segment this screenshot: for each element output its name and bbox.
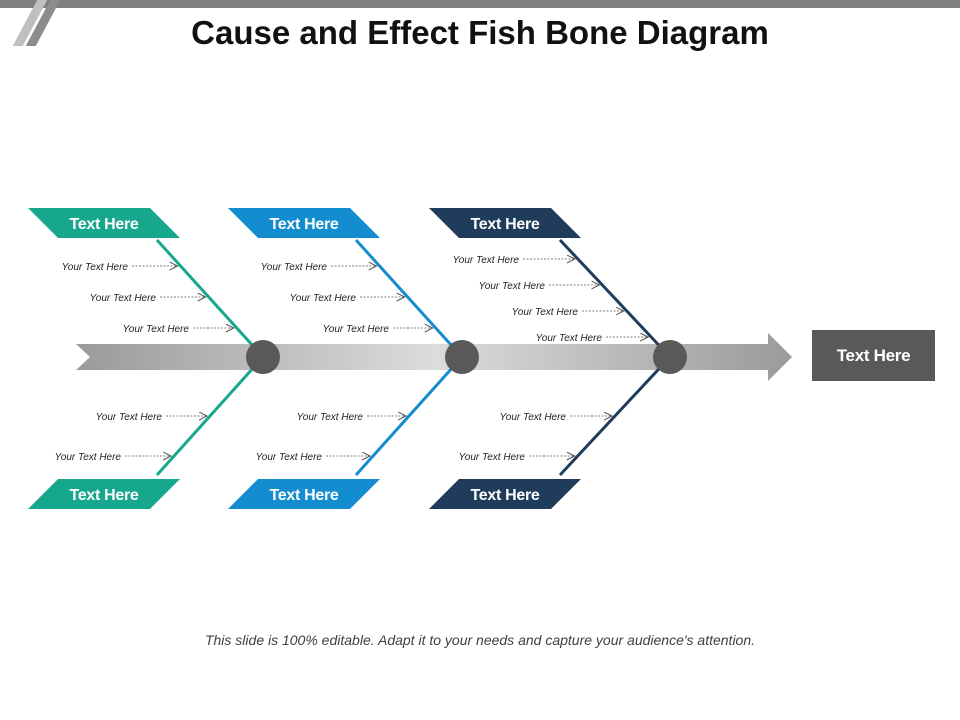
cause-text: Your Text Here (500, 412, 567, 423)
category-label: Text Here (269, 487, 338, 504)
cause-text: Your Text Here (290, 293, 357, 304)
cause-text: Your Text Here (261, 262, 328, 273)
cause-text: Your Text Here (62, 262, 129, 273)
cause-text: Your Text Here (123, 324, 190, 335)
bone-line (354, 238, 464, 359)
category-label: Text Here (269, 216, 338, 233)
category-label: Text Here (69, 216, 138, 233)
bone-line (558, 355, 672, 477)
cause-text: Your Text Here (323, 324, 390, 335)
category-banner (28, 208, 180, 238)
category-banner (228, 208, 380, 238)
spine-node (246, 340, 280, 374)
cause-text: Your Text Here (96, 412, 163, 423)
category-banner (28, 479, 180, 509)
spine-node (653, 340, 687, 374)
bone-line (354, 355, 464, 477)
bone-line (155, 355, 265, 477)
category-label: Text Here (69, 487, 138, 504)
category-banner (228, 479, 380, 509)
cause-text: Your Text Here (453, 255, 520, 266)
bone-line (155, 238, 265, 359)
top-accent-bar (0, 0, 960, 8)
cause-text: Your Text Here (479, 281, 546, 292)
category-label: Text Here (470, 487, 539, 504)
cause-text: Your Text Here (256, 452, 323, 463)
cause-text: Your Text Here (512, 307, 579, 318)
effect-box: Text Here (812, 330, 935, 381)
category-label: Text Here (470, 216, 539, 233)
footer-note: This slide is 100% editable. Adapt it to… (204, 632, 756, 648)
cause-text: Your Text Here (90, 293, 157, 304)
page-title: Cause and Effect Fish Bone Diagram (191, 14, 769, 51)
cause-text: Your Text Here (536, 333, 603, 344)
cause-text: Your Text Here (297, 412, 364, 423)
cause-text: Your Text Here (459, 452, 526, 463)
cause-text: Your Text Here (55, 452, 122, 463)
category-banner (429, 479, 581, 509)
category-banner (429, 208, 581, 238)
bone-line (558, 238, 672, 359)
spine-node (445, 340, 479, 374)
